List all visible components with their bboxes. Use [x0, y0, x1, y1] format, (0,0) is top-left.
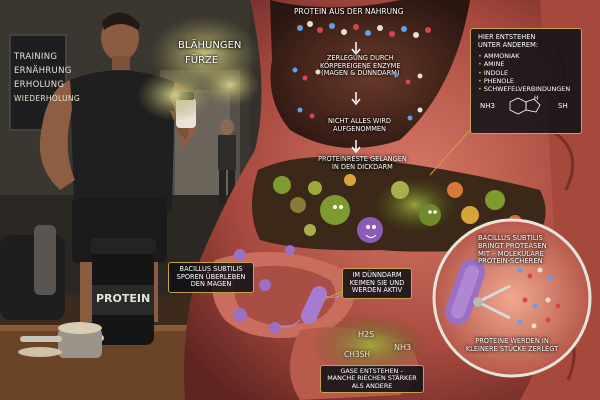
process-step-not-absorbed-line: NICHT ALLES WIRD — [328, 117, 391, 125]
compound-item: AMINE — [478, 60, 574, 68]
gas-caption-line: MANCHE RIECHEN STÄRKER — [327, 374, 417, 383]
info-box-title: HIER ENTSTEHEN UNTER ANDEREM: — [478, 33, 574, 49]
compound-item: AMMONIAK — [478, 52, 574, 60]
gas-ch3sh: CH3SH — [344, 350, 371, 359]
ring-structure-icon — [509, 97, 541, 115]
bacillus-spores-line: BACILLUS SUBTILIS — [179, 265, 243, 273]
protein-split-line: PROTEINE WERDEN IN — [475, 337, 549, 345]
protein-split-caption: PROTEINE WERDEN IN KLEINERE STÜCKE ZERLE… — [462, 337, 562, 353]
protein-jar-label: PROTEIN — [96, 292, 151, 305]
gas-label-fuerze: FÜRZE — [185, 55, 219, 66]
process-step-large-intestine: PROTEINRESTE GELANGEN IN DEN DICKDARM — [318, 155, 407, 171]
bacillus-active-line: IM DÜNNDARM — [352, 271, 402, 279]
protein-jar — [90, 238, 156, 345]
compound-item: SCHWEFELVERBINDUNGEN — [478, 85, 574, 93]
bacillus-spores-line: SPOREN ÜBERLEBEN — [176, 272, 246, 281]
gas-h2s: H2S — [358, 330, 375, 339]
protease-callout-line: PROTEIN-SCHEREN — [478, 257, 543, 266]
protease-callout-line: MIT – MOLEKULARE — [478, 249, 544, 258]
formula-sh: SH — [558, 101, 568, 110]
compound-list: AMMONIAK AMINE INDOLE PHENOLE SCHWEFELVE… — [478, 52, 574, 94]
protease-callout-line: BRINGT PROTEASEN — [478, 241, 547, 250]
formula-h: H — [534, 94, 539, 102]
gym-sign-line: TRAINING — [14, 52, 58, 62]
protease-callout-line: BACILLUS SUBTILIS — [478, 234, 543, 242]
formula-nh3: NH3 — [480, 101, 495, 110]
compound-item: INDOLE — [478, 69, 574, 77]
process-step-large-intestine-line: PROTEINRESTE GELANGEN — [318, 155, 407, 163]
bacillus-spores-line: DEN MAGEN — [190, 280, 232, 289]
process-step-not-absorbed-line: AUFGENOMMEN — [332, 124, 386, 133]
magnifier-circle — [432, 218, 592, 378]
protease-callout: BACILLUS SUBTILIS BRINGT PROTEASEN MIT –… — [478, 234, 547, 266]
gas-caption-box: GASE ENTSTEHEN – MANCHE RIECHEN STÄRKER … — [320, 365, 424, 394]
gas-label-blaehungen: BLÄHUNGEN — [178, 40, 242, 51]
gym-sign-line: ERNÄHRUNG — [14, 66, 72, 76]
process-step-digestion: ZERLEGUNG DURCH KÖRPEREIGENE ENZYME (MAG… — [320, 54, 401, 78]
gym-sign-line: ERHOLUNG — [14, 80, 65, 90]
process-step-digestion-line: ZERLEGUNG DURCH — [326, 54, 394, 62]
protein-split-line: KLEINERE STÜCKE ZERLEGT — [465, 344, 559, 353]
info-box-title-line: UNTER ANDEREM: — [478, 40, 538, 49]
bacillus-spores-box: BACILLUS SUBTILIS SPOREN ÜBERLEBEN DEN M… — [168, 262, 254, 293]
gas-caption-line: ALS ANDERE — [351, 381, 393, 390]
process-step-protein: PROTEIN AUS DER NAHRUNG — [294, 7, 404, 16]
gas-nh3: NH3 — [394, 343, 412, 352]
gym-sign-line: WIEDERHOLUNG — [14, 94, 80, 103]
bacillus-active-line: KEIMEN SIE UND — [349, 278, 405, 287]
compound-item: PHENOLE — [478, 77, 574, 85]
indole-formula: NH3 H SH — [478, 94, 574, 118]
bacillus-active-line: WERDEN AKTIV — [351, 286, 403, 295]
gut-bacteria — [273, 174, 522, 243]
gas-caption-line: GASE ENTSTEHEN – — [340, 367, 404, 375]
info-box-title-line: HIER ENTSTEHEN — [478, 33, 536, 41]
process-step-digestion-line: (MAGEN & DÜNNDARM) — [321, 69, 400, 78]
process-step-digestion-line: KÖRPEREIGENE ENZYME — [320, 61, 401, 70]
bacillus-active-box: IM DÜNNDARM KEIMEN SIE UND WERDEN AKTIV — [342, 268, 412, 299]
protein-molecules — [292, 21, 431, 121]
process-step-not-absorbed: NICHT ALLES WIRD AUFGENOMMEN — [328, 117, 391, 133]
compounds-info-box: HIER ENTSTEHEN UNTER ANDEREM: AMMONIAK A… — [470, 28, 582, 134]
process-step-large-intestine-line: IN DEN DICKDARM — [331, 162, 393, 171]
